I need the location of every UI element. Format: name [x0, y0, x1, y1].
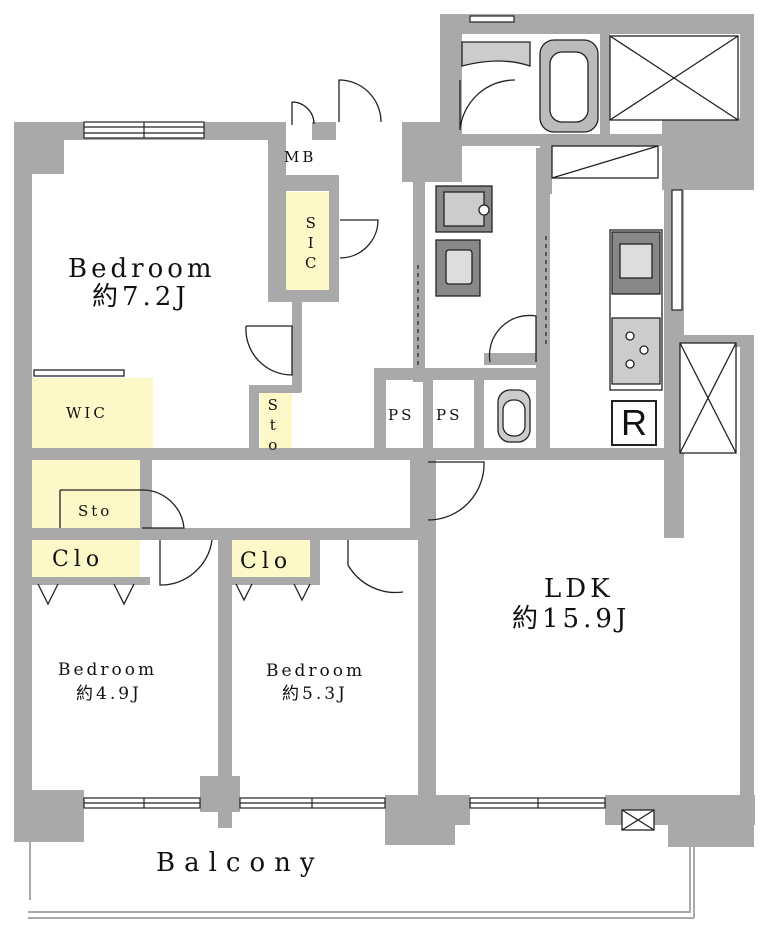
storage-label-ps-right: PS [436, 406, 463, 424]
storage-label-sto: Sto [78, 502, 113, 520]
room-label-left-bedroom-area: 約4.9J [76, 684, 142, 704]
storage-label-wic: WIC [66, 404, 108, 422]
storage-label-ps-left: PS [388, 406, 415, 424]
storage-label-mb: MB [284, 148, 317, 166]
storage-fills [30, 192, 329, 580]
room-label-main-bedroom-area: 約7.2J [92, 282, 190, 312]
storage-label-sto-vertical: Sto [263, 396, 282, 456]
room-label-mid-bedroom-name: Bedroom [266, 661, 366, 681]
room-label-mid-bedroom-area: 約5.3J [282, 684, 348, 704]
dashed-lines [417, 236, 547, 366]
fixtures [435, 35, 739, 831]
room-label-ldk-area: 約15.9J [512, 604, 631, 634]
doors [59, 79, 537, 594]
refrigerator-space-icon: R [611, 400, 657, 446]
room-label-main-bedroom-name: Bedroom [68, 254, 216, 284]
room-label-left-bedroom-name: Bedroom [58, 660, 158, 680]
room-label-balcony: Balcony [156, 848, 324, 878]
closet-doors [33, 369, 311, 606]
storage-label-sic: SIC [301, 214, 320, 274]
storage-label-clo-mid: Clo [240, 549, 293, 574]
balcony-outline [28, 842, 695, 919]
walls [14, 14, 755, 847]
windows [83, 15, 683, 809]
room-label-ldk-name: LDK [544, 574, 614, 604]
storage-label-clo-left: Clo [52, 547, 105, 572]
